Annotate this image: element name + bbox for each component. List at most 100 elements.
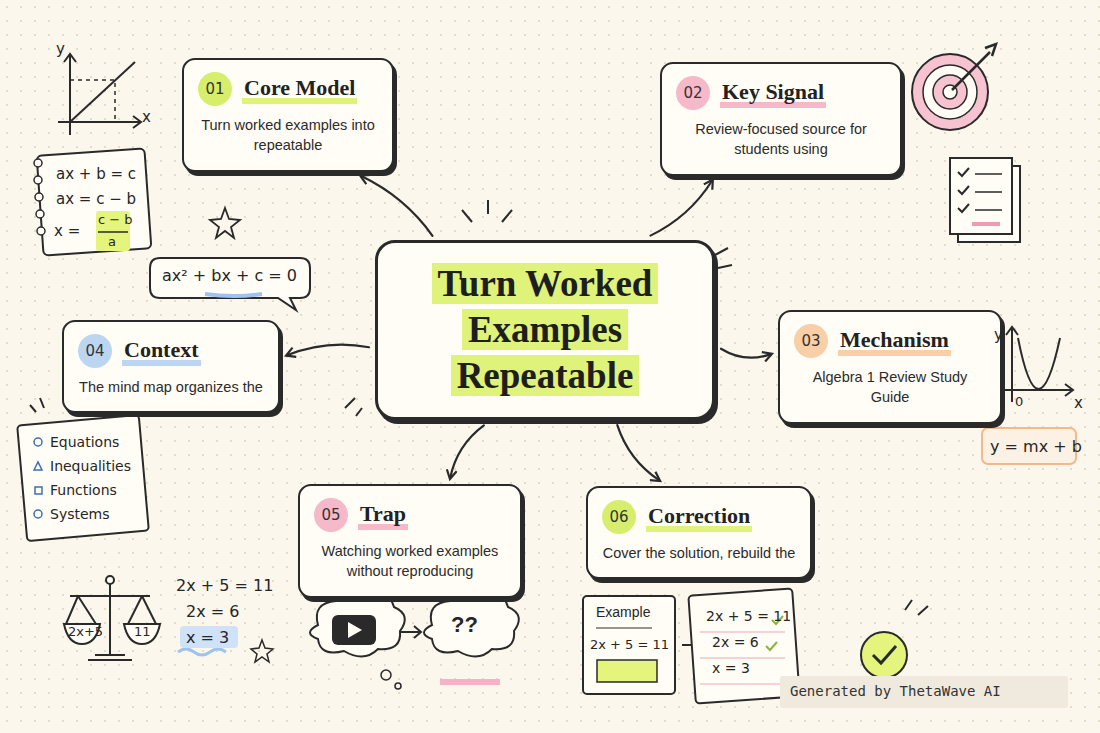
checklist-icon-part [958,168,969,212]
box-heading: Mechanism [838,327,951,356]
example-equation: 2x + 5 = 11 [590,637,669,652]
balance-scale [64,576,160,660]
callout-number: 05 [314,498,348,532]
solution-step: 2x = 6 [712,634,759,650]
burst-marks-part [905,600,928,615]
branch-box: 06CorrectionCover the solution, rebuild … [586,486,812,579]
solution-notebook-part [700,632,785,684]
topic-item: Functions [50,482,117,498]
callout-number: 01 [198,72,232,106]
balance-scale-part [124,624,160,644]
burst-marks-part [462,200,512,222]
box-body: Review-focused source for students using [676,119,886,160]
origin-label: 0 [1015,394,1023,409]
callout-number: 04 [78,334,112,368]
box-header: 05 Trap [314,498,506,532]
axis-label: x [1074,394,1083,412]
example-card [583,596,703,694]
fraction-denominator: a [108,234,116,249]
branch-arrow [617,425,659,480]
topic-list-card-part [34,462,42,470]
equation-text: ax + b = c [56,165,136,183]
notebook-sketch-part-part [36,210,44,218]
notebook-sketch-part-part [34,159,42,167]
box-header: 01 Core Model [198,72,378,106]
callout-number: 02 [676,76,710,110]
video-thought-bubble-part [332,615,376,645]
target-icon-part [952,44,996,90]
box-heading: Trap [358,501,408,530]
central-topic: Turn Worked Examples Repeatable [375,240,715,421]
topic-list-card-part [34,510,42,518]
axis-label: y [994,326,1003,344]
equation-step: 2x = 6 [186,602,239,621]
quadratic-formula: ax² + bx + c = 0 [162,266,297,285]
burst-marks-part [345,398,362,416]
video-thought-bubble-part [424,591,519,656]
checklist-icon-part [975,174,1002,210]
check-badge [861,632,907,678]
box-header: 04Context [78,334,264,368]
example-card-part [597,660,657,682]
branch-box: 05 TrapWatching worked examples without r… [298,484,522,598]
branch-arrow [721,349,771,358]
topic-item: Inequalities [50,458,131,474]
notebook-sketch-part [37,148,152,255]
axes-sketch-part [70,80,115,122]
box-heading: Correction [646,503,752,532]
notebook-sketch-part-part [35,193,43,201]
axes-sketch-part [70,62,135,122]
speech-bubble [150,258,310,310]
box-body: Algebra 1 Review Study Guide [794,367,986,408]
solution-step: x = 3 [712,660,750,676]
video-thought-bubble-part [395,683,401,689]
balance-scale-part [70,595,150,597]
watermark: Generated by ThetaWave AI [790,683,1001,699]
topic-list-card-part [34,438,42,446]
topic-list-card-part [17,415,149,541]
speech-bubble-part [150,258,310,310]
box-header: 02Key Signal [676,76,886,110]
axis-label: y [56,40,65,58]
video-thought-bubble-part [310,591,405,656]
notebook-sketch-part [34,159,45,235]
axes-sketch [58,54,141,135]
video-thought-bubble [310,591,519,689]
scale-label: 11 [134,624,151,639]
branch-arrow [361,176,432,236]
checklist-icon [950,158,1020,242]
star-doodle [251,640,273,662]
highlight-mark [180,626,238,648]
video-thought-bubble-part [348,622,362,638]
equation-step: x = 3 [186,628,229,647]
check-badge-part [861,632,907,678]
star-doodle [210,208,240,238]
callout-number: 03 [794,324,828,358]
question-marks: ?? [451,612,478,638]
box-header: 06 Correction [602,500,796,534]
card-title: Example [596,604,650,620]
checklist-icon-part [972,222,1000,226]
equation-text: x = [54,222,80,240]
speech-bubble-part [205,294,262,296]
box-heading: Core Model [242,75,357,104]
axis-label: x [142,108,151,126]
box-body: Watching worked examples without reprodu… [314,541,506,582]
balance-scale-part [106,576,114,584]
parabola-graph-part [1018,338,1060,389]
topic-text: Turn Worked Examples Repeatable [432,263,659,397]
slope-formula: y = mx + b [990,437,1082,456]
target-icon [912,44,996,130]
highlight-squiggle [178,649,226,655]
branch-box: 02Key SignalReview-focused source for st… [660,62,902,176]
box-body: Turn worked examples into repeatable [198,115,378,156]
box-header: 03 Mechanism [794,324,986,358]
scale-label: 2x+5 [68,624,103,639]
solution-step: 2x + 5 = 11 [706,608,791,624]
equation-step: 2x + 5 = 11 [176,576,273,595]
callout-number: 06 [602,500,636,534]
branch-box: 03 MechanismAlgebra 1 Review Study Guide [778,310,1002,424]
fraction-numerator: c − b [98,212,133,227]
notebook-sketch-part [98,231,128,233]
notebook-sketch [34,148,151,255]
